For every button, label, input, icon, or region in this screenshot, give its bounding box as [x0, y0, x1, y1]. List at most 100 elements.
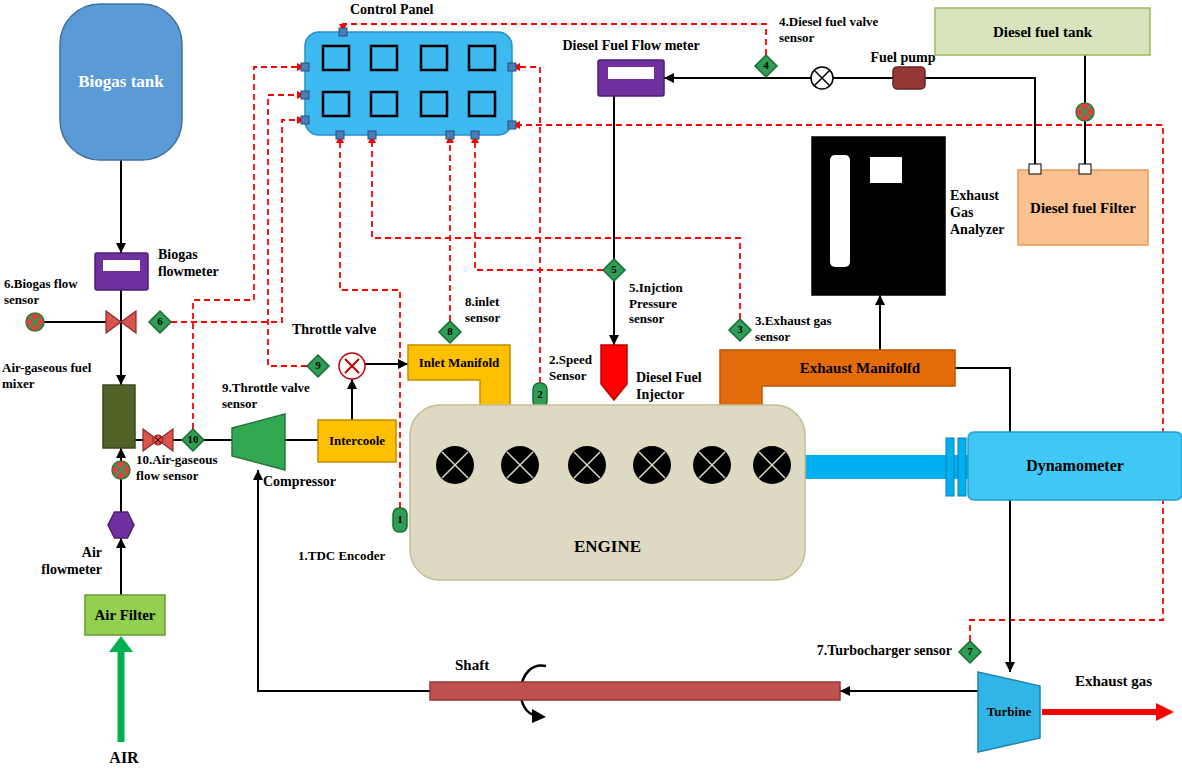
label-holder: Air flowmeter: [30, 545, 102, 579]
biogas-flowmeter-body: [95, 253, 148, 290]
label-holder: Control Panel: [350, 2, 480, 19]
sensor-diamond: 88.inlet sensor: [439, 321, 461, 343]
part-label: Diesel Fuel Flow meter: [546, 38, 716, 55]
valve-hub: [153, 435, 163, 445]
exhaust-arrow: [1042, 709, 1158, 715]
node-text: Biogas tank: [78, 72, 164, 92]
part-label: Exhaust Gas Analyzer: [950, 188, 1016, 238]
fuel-filter: Diesel fuel Filter: [1018, 170, 1148, 245]
connectors: [121, 24, 1163, 691]
analyzer-screen: [870, 157, 902, 183]
sensor-diamond: 66.Biogas flow sensor: [149, 311, 171, 333]
flow-line: [351, 379, 353, 420]
part-label: 10.Air-gaseous flow sensor: [136, 452, 224, 483]
node-text: 4: [763, 59, 769, 72]
text-area: [339, 353, 365, 379]
text-area: [598, 60, 664, 96]
cylinder-cross: [759, 452, 785, 478]
panel-port: [446, 131, 454, 139]
fuel-injector-outline: [601, 345, 627, 400]
signal-line: [372, 135, 740, 319]
text-area: 7: [959, 641, 981, 663]
sensor-diamond-body: [755, 55, 777, 77]
valve-cross: [115, 464, 127, 476]
signal-line: [475, 135, 603, 270]
throttle-valve-body: [339, 353, 365, 379]
label-holder: 5.Injction Pressure sensor: [629, 280, 704, 327]
part-label: 7.Turbocharger sensor: [752, 643, 952, 660]
exhaust-manifold-body: [720, 350, 955, 410]
signal-line: [449, 135, 451, 321]
sensor-diamond: 1010.Air-gaseous flow sensor: [182, 429, 204, 451]
part-label: 4.Diesel fuel valve sensor: [779, 14, 899, 45]
inlet-manifold: Inlet Manifold: [408, 345, 510, 410]
text-area: 10: [182, 429, 204, 451]
text-area: [812, 137, 945, 295]
sensor-diamond-body: [729, 319, 751, 341]
text-area: Turbine: [978, 672, 1040, 752]
part-label: Throttle valve: [292, 322, 392, 339]
biogas-flowmeter: Biogas flowmeter: [95, 253, 148, 290]
turbine-body: [978, 672, 1040, 752]
text-area: Intercoole: [318, 420, 396, 462]
label-holder: 4.Diesel fuel valve sensor: [779, 14, 899, 45]
air-intake-arrowhead: [109, 636, 133, 652]
panel-port: [336, 131, 344, 139]
fuel-flow-meter-outline: [598, 60, 664, 96]
cylinder: [436, 446, 474, 484]
label-holder: Diesel Fuel Flow meter: [546, 38, 716, 55]
node-text: Diesel fuel tank: [993, 23, 1092, 41]
part-label: Air flowmeter: [30, 545, 102, 579]
flow-line: [120, 448, 122, 512]
text-area: [103, 385, 135, 448]
label-holder: AIR: [104, 748, 144, 767]
node-text: 3: [737, 323, 743, 336]
fuel-mixer-outline: [103, 385, 135, 448]
label-holder: Throttle valve: [292, 322, 392, 339]
dynamometer-body: [968, 432, 1182, 500]
node-text: 9: [315, 359, 321, 372]
engine-block-body: [410, 405, 805, 580]
node-text: Diesel fuel Filter: [1030, 199, 1136, 217]
fuel-tank: Diesel fuel tank: [935, 8, 1150, 55]
panel-port: [301, 91, 309, 99]
flow-line: [955, 368, 1010, 672]
biogas-tank: Biogas tank: [60, 4, 182, 160]
part-label: 3.Exhaust gas sensor: [755, 313, 845, 344]
label-holder: Fuel pump: [858, 50, 948, 67]
text-area: [305, 32, 512, 135]
sensor-diamond: 44.Diesel fuel valve sensor: [755, 55, 777, 77]
cylinder-cross: [507, 452, 533, 478]
diesel-valve: [811, 67, 833, 89]
fuel-pump: Fuel pump: [893, 67, 925, 89]
cylinder-cross: [442, 452, 468, 478]
sensor-pill-body: [533, 383, 547, 407]
label-holder: Exhaust gas: [1075, 672, 1182, 690]
panel-port: [508, 121, 516, 129]
fuel-filter-body: [1018, 170, 1148, 245]
text-area: [108, 512, 134, 538]
node-text: 10: [188, 433, 199, 446]
text-area: 1: [393, 508, 407, 532]
air-filter: Air Filter: [85, 595, 165, 635]
sensor-diamond-body: [182, 429, 204, 451]
panel-port: [301, 116, 309, 124]
text-area: 6: [149, 311, 171, 333]
meter-display: [103, 260, 140, 271]
label-holder: Air-gaseous fuel mixer: [2, 360, 98, 391]
text-area: [601, 345, 627, 400]
biogas-flowmeter-outline: [95, 253, 148, 290]
gas-analyzer: Exhaust Gas Analyzer: [812, 137, 945, 295]
label-holder: 10.Air-gaseous flow sensor: [136, 452, 224, 483]
cylinder: [568, 446, 606, 484]
panel-display: [469, 46, 495, 70]
exhaust-manifold-outline: [720, 350, 955, 410]
valve-handle: [26, 313, 44, 331]
fuel-pump-body: [893, 67, 925, 89]
node-text: ENGINE: [574, 537, 641, 557]
node-text: Dynamometer: [1026, 456, 1124, 475]
cylinder: [693, 446, 731, 484]
label-holder: 9.Throttle valve sensor: [222, 380, 334, 411]
text-area: [430, 682, 840, 700]
cylinder-cross: [639, 452, 665, 478]
